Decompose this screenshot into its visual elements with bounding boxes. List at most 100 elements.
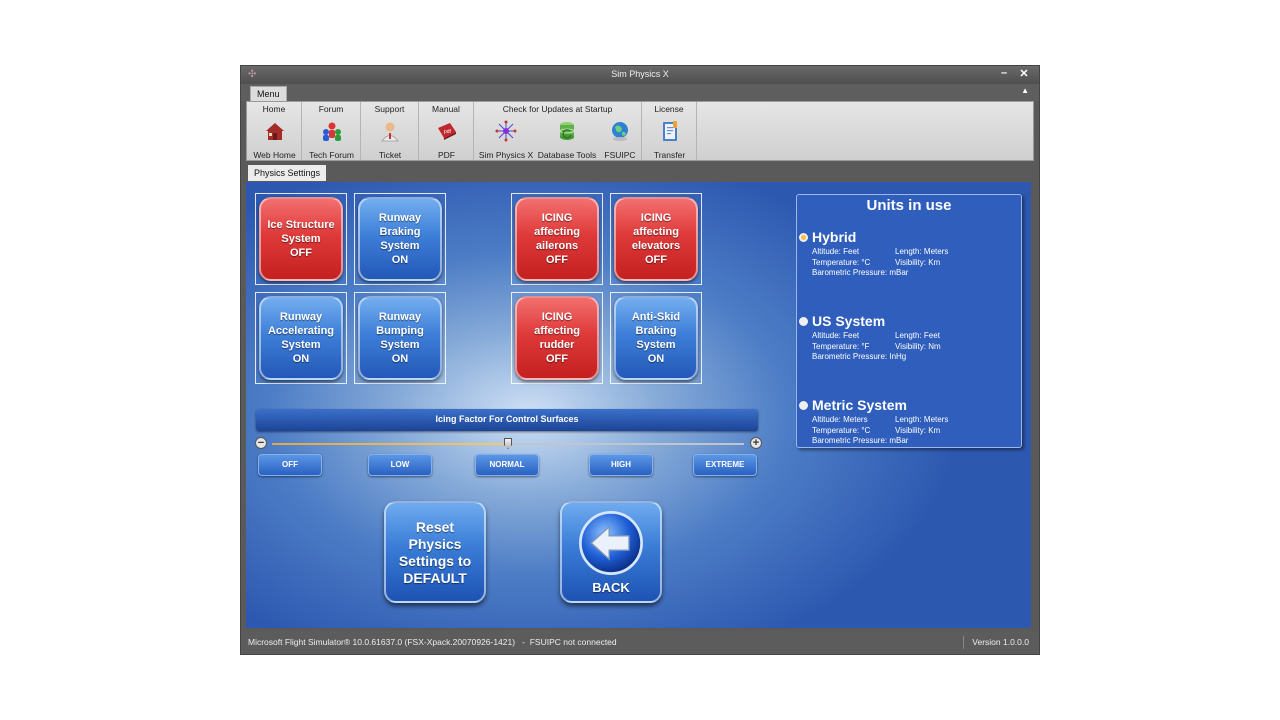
ribbon-button-label: Tech Forum xyxy=(309,150,354,160)
ribbon-group-home: Home Web Home xyxy=(247,102,302,160)
pdf-button[interactable]: pdf PDF xyxy=(419,120,474,160)
ice-structure-toggle[interactable]: Ice Structure System OFF xyxy=(259,197,343,281)
menu-bar: Menu ▲ xyxy=(241,84,1039,101)
toggle-frame xyxy=(255,193,347,285)
home-icon xyxy=(265,123,284,140)
slider-fill xyxy=(272,443,508,445)
back-label: BACK xyxy=(592,580,630,595)
app-window: ✣ Sim Physics X – ✕ Menu ▲ Home Web Home… xyxy=(240,65,1040,655)
app-icon: ✣ xyxy=(248,69,257,80)
svg-text:pdf: pdf xyxy=(444,129,452,135)
level-extreme-button[interactable]: EXTREME xyxy=(693,454,757,476)
toggle-frame xyxy=(511,292,603,384)
toggle-frame xyxy=(610,193,702,285)
radio-icon[interactable] xyxy=(799,401,808,410)
ribbon-group-license: License Transfer xyxy=(642,102,697,160)
toggle-frame xyxy=(610,292,702,384)
back-arrow-icon xyxy=(579,511,643,575)
person-icon xyxy=(381,122,399,142)
menu-tab[interactable]: Menu xyxy=(250,86,287,101)
level-low-button[interactable]: LOW xyxy=(368,454,432,476)
title-bar[interactable]: ✣ Sim Physics X – ✕ xyxy=(241,66,1039,84)
unit-system-name: Metric System xyxy=(812,397,907,413)
level-normal-button[interactable]: NORMAL xyxy=(475,454,539,476)
runway-bumping-toggle[interactable]: Runway Bumping System ON xyxy=(358,296,442,380)
physics-settings-panel: Ice Structure System OFF Runway Braking … xyxy=(246,182,1031,628)
ribbon-group-updates: Check for Updates at Startup Sim Physics… xyxy=(474,102,642,160)
radio-icon[interactable] xyxy=(799,317,808,326)
globe-icon xyxy=(612,122,628,141)
hybrid-option[interactable]: Hybrid xyxy=(799,229,1019,247)
group-title: Check for Updates at Startup xyxy=(502,104,613,114)
unit-system-name: Hybrid xyxy=(812,229,857,245)
back-button[interactable]: BACK xyxy=(560,501,662,603)
anti-skid-braking-toggle[interactable]: Anti-Skid Braking System ON xyxy=(614,296,698,380)
ticket-button[interactable]: Ticket xyxy=(361,120,419,160)
ribbon: Home Web Home Forum Tech Forum Support T… xyxy=(246,101,1034,161)
toggle-frame xyxy=(511,193,603,285)
tab-strip: Physics Settings xyxy=(241,163,1039,183)
metric-system-option[interactable]: Metric System xyxy=(799,397,1019,415)
unit-detail-row: Barometric Pressure: InHg xyxy=(812,352,907,361)
ribbon-group-manual: Manual pdf PDF xyxy=(419,102,474,160)
version-label: Version 1.0.0.0 xyxy=(972,637,1029,647)
tech-forum-button[interactable]: Tech Forum xyxy=(302,120,361,160)
database-tools-button[interactable]: Database Tools xyxy=(536,120,598,160)
transfer-button[interactable]: Transfer xyxy=(642,120,697,160)
runway-accelerating-toggle[interactable]: Runway Accelerating System ON xyxy=(259,296,343,380)
group-title: Manual xyxy=(432,104,460,114)
ribbon-group-support: Support Ticket xyxy=(361,102,419,160)
radio-selected-icon[interactable] xyxy=(799,233,808,242)
web-home-button[interactable]: Web Home xyxy=(247,120,302,160)
slider-thumb[interactable] xyxy=(504,438,512,449)
icing-rudder-toggle[interactable]: ICING affecting rudder OFF xyxy=(515,296,599,380)
people-icon xyxy=(322,122,341,141)
reset-defaults-button[interactable]: Reset Physics Settings to DEFAULT xyxy=(384,501,486,603)
unit-detail-row: Barometric Pressure: mBar xyxy=(812,436,909,445)
level-high-button[interactable]: HIGH xyxy=(589,454,653,476)
close-button[interactable]: ✕ xyxy=(1019,68,1029,80)
units-title: Units in use xyxy=(866,197,952,214)
runway-braking-toggle[interactable]: Runway Braking System ON xyxy=(358,197,442,281)
group-title: Home xyxy=(262,104,286,114)
ribbon-button-label: Sim Physics X xyxy=(478,150,534,160)
toggle-frame xyxy=(354,193,446,285)
unit-detail-row: Barometric Pressure: mBar xyxy=(812,268,909,277)
slider-plus-icon[interactable]: + xyxy=(750,437,762,449)
database-icon xyxy=(559,122,575,140)
fsuipc-button[interactable]: FSUIPC xyxy=(600,120,640,160)
toggle-frame xyxy=(354,292,446,384)
ribbon-button-label: PDF xyxy=(438,150,455,160)
unit-system-name: US System xyxy=(812,313,886,329)
clipboard-icon xyxy=(662,121,677,141)
ribbon-button-label: Ticket xyxy=(378,150,402,160)
ribbon-button-label: Database Tools xyxy=(537,150,597,160)
slider-minus-icon[interactable]: − xyxy=(255,437,267,449)
minimize-button[interactable]: – xyxy=(1000,67,1008,79)
icing-elevators-toggle[interactable]: ICING affecting elevators OFF xyxy=(614,197,698,281)
level-off-button[interactable]: OFF xyxy=(258,454,322,476)
ribbon-button-label: FSUIPC xyxy=(604,150,636,160)
status-text: Microsoft Flight Simulator® 10.0.61637.0… xyxy=(248,637,617,647)
window-title: Sim Physics X xyxy=(611,69,669,79)
icing-ailerons-toggle[interactable]: ICING affecting ailerons OFF xyxy=(515,197,599,281)
us-system-option[interactable]: US System xyxy=(799,313,1019,331)
group-title: License xyxy=(654,104,684,114)
ribbon-button-label: Web Home xyxy=(253,150,296,160)
collapse-ribbon-icon[interactable]: ▲ xyxy=(1021,86,1029,95)
tab-physics-settings[interactable]: Physics Settings xyxy=(248,165,327,181)
group-title: Support xyxy=(374,104,405,114)
ribbon-button-label: Transfer xyxy=(653,150,686,160)
group-title: Forum xyxy=(318,104,344,114)
sim-physics-x-button[interactable]: Sim Physics X xyxy=(478,120,534,160)
ribbon-group-forum: Forum Tech Forum xyxy=(302,102,361,160)
